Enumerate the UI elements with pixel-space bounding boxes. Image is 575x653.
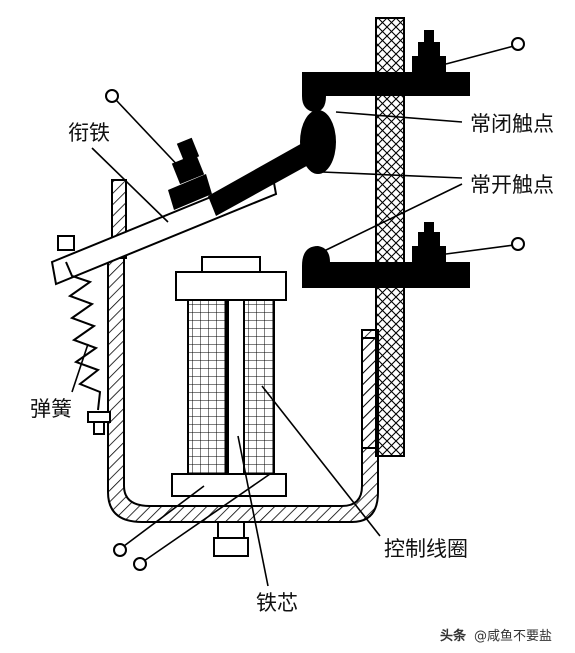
spring: [65, 261, 111, 435]
label-armature: 衔铁: [68, 121, 110, 145]
label-normally-closed: 常闭触点: [470, 112, 554, 136]
label-control-coil: 控制线圈: [384, 537, 468, 561]
label-spring: 弹簧: [30, 397, 72, 421]
terminal-no: [445, 237, 525, 255]
watermark: 头条 @咸鱼不要盐: [440, 628, 552, 644]
watermark-handle: @咸鱼不要盐: [474, 628, 552, 644]
label-normally-open: 常开触点: [470, 173, 554, 197]
normally-open-contact: [302, 222, 470, 288]
iron-core: [171, 256, 287, 497]
control-coil: [187, 299, 275, 475]
label-leaders: [71, 111, 463, 587]
terminal-armature: [105, 89, 185, 173]
normally-closed-contact: [302, 30, 470, 112]
label-iron-core: 铁芯: [256, 591, 298, 615]
armature: [50, 110, 336, 286]
terminal-coil-left: [113, 485, 205, 557]
watermark-source: 头条: [440, 628, 467, 644]
terminal-nc: [445, 37, 525, 65]
